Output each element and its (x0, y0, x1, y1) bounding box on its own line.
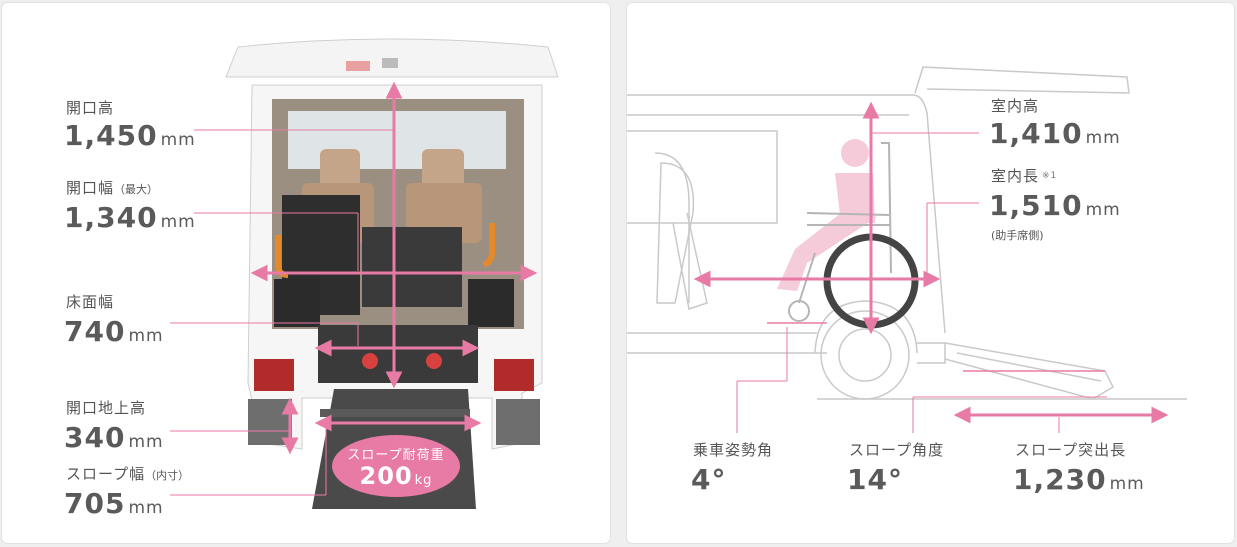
riding-angle-value: 4° (691, 463, 727, 496)
footnote-mark: ※1 (1042, 171, 1058, 181)
opening-height-label: 開口高 (66, 99, 115, 117)
slope-load-label: スロープ耐荷重 (347, 448, 445, 463)
slope-extension-label: スロープ突出長 (1015, 441, 1127, 459)
interior-length-note: (助手席側) (991, 229, 1044, 242)
opening-ground-height-label: 開口地上高 (66, 399, 147, 417)
slope-angle-value: 14° (847, 463, 903, 496)
van-side-illustration (627, 66, 1187, 433)
opening-width-label: 開口幅（最大） (66, 179, 159, 197)
riding-angle-label: 乗車姿勢角 (693, 441, 774, 459)
van-rear-illustration (170, 38, 559, 509)
slope-width-label: スロープ幅（内寸） (66, 465, 190, 483)
slope-angle-label: スロープ角度 (849, 441, 945, 459)
interior-height-label: 室内高 (991, 97, 1040, 115)
floor-width-label: 床面幅 (66, 293, 115, 311)
interior-length-label: 室内長※1 (991, 167, 1058, 185)
